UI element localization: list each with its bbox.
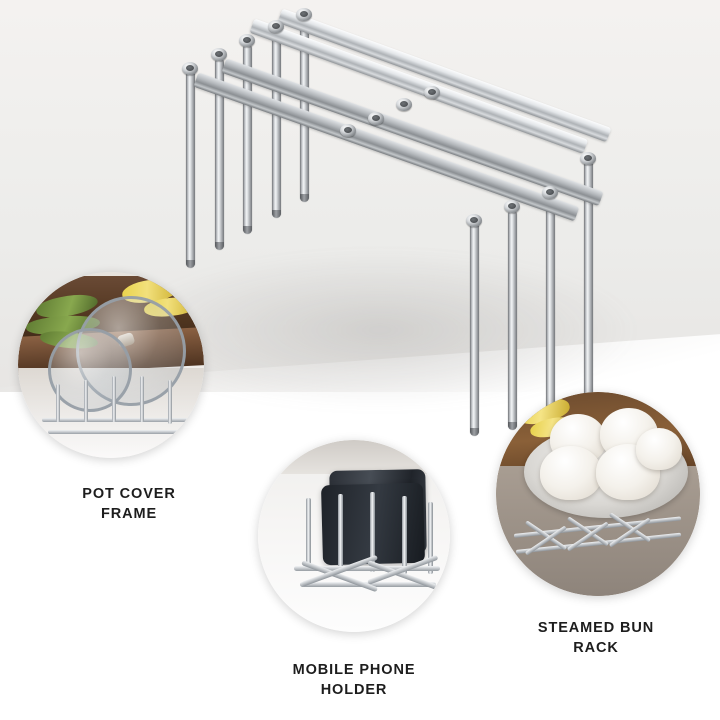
- rack-rivet-front-4: [580, 152, 596, 165]
- rack-leg-rear-3: [243, 44, 252, 234]
- rack-rivet-mid-2: [368, 112, 384, 125]
- callout-pot-cover-frame: [18, 272, 204, 458]
- rack-prong: [370, 492, 375, 572]
- callout-bun-image: [496, 392, 700, 596]
- callout-phone-image: [258, 440, 450, 632]
- rack-prong: [112, 376, 116, 422]
- rack-prong: [168, 380, 172, 424]
- rack-leg-rear-1: [186, 70, 195, 268]
- callout-steamed-bun-rack: [496, 392, 700, 596]
- rack-rivet-rear-2: [211, 48, 227, 61]
- rack-rivet-mid-1: [340, 124, 356, 137]
- rack-rivet-rear-3: [239, 34, 255, 47]
- rack-leg-rear-2: [215, 58, 224, 250]
- rack-prong: [140, 376, 144, 422]
- rack-prong: [428, 502, 433, 574]
- caption-pot-cover-frame: POT COVER FRAME: [82, 486, 176, 522]
- rack-base-rail: [42, 418, 192, 422]
- rack-rivet-rear-4: [268, 20, 284, 33]
- callout-mobile-phone-holder: [258, 440, 450, 632]
- rack-prong: [306, 498, 311, 566]
- callout-pot-image: [18, 272, 204, 458]
- rack-rivet-mid-3: [396, 98, 412, 111]
- rack-rivet-front-2: [504, 200, 520, 213]
- rack-rivet-rear-5: [296, 8, 312, 21]
- rack-rivet-mid-4: [424, 86, 440, 99]
- rack-rivet-front-3: [542, 186, 558, 199]
- rack-prong: [402, 496, 407, 574]
- phone-scene-backdrop-strip: [258, 440, 450, 474]
- main-product-rack: [182, 8, 612, 436]
- steamed-bun: [540, 446, 602, 500]
- rack-prong: [338, 494, 343, 570]
- rack-rivet-front-1: [466, 214, 482, 227]
- rack-leg-rear-4: [272, 30, 281, 218]
- caption-steamed-bun-rack: STEAMED BUN RACK: [537, 620, 655, 656]
- rack-prong: [56, 384, 60, 422]
- rack-base-rail: [48, 430, 188, 434]
- caption-mobile-phone-holder: MOBILE PHONE HOLDER: [292, 662, 416, 698]
- pot-lid-small: [48, 328, 132, 412]
- rack-leg-front-1: [470, 222, 479, 436]
- rack-rivet-rear-1: [182, 62, 198, 75]
- steamed-bun: [636, 428, 682, 470]
- rack-base-rail: [294, 566, 440, 571]
- rack-prong: [84, 380, 88, 422]
- rack-leg-front-3: [546, 196, 555, 424]
